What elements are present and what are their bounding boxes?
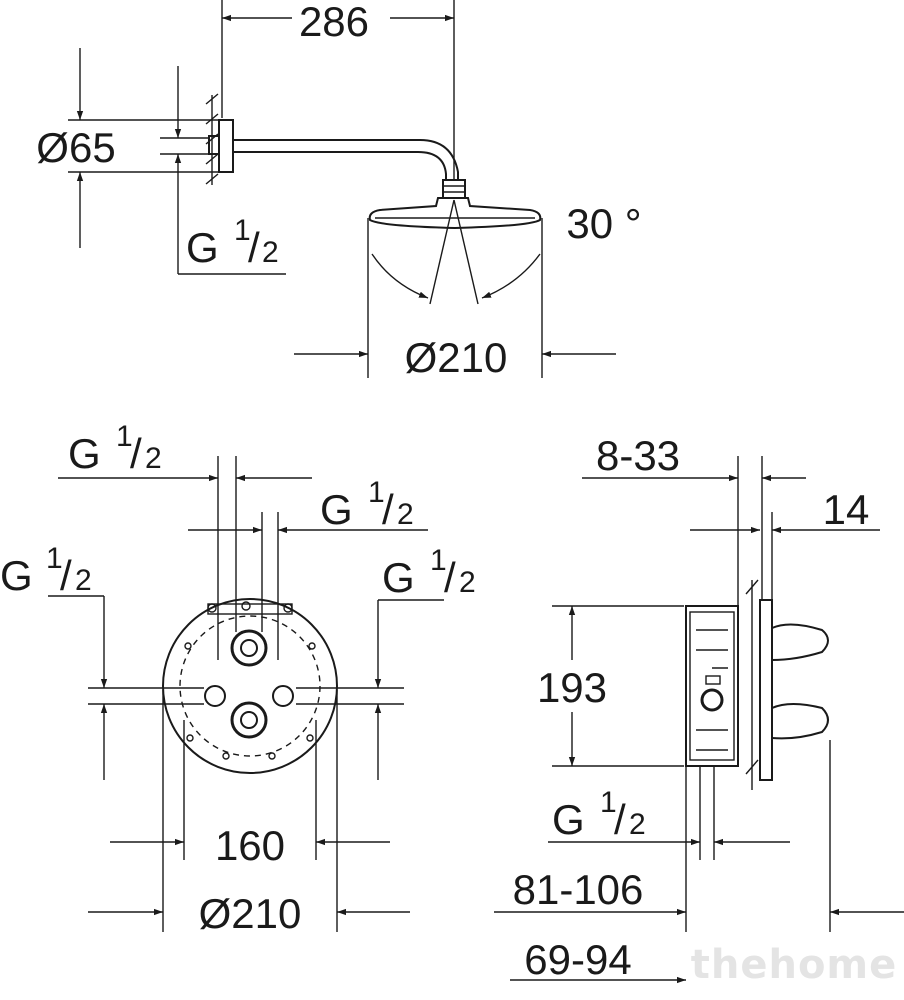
- front-thread-den-2: 2: [397, 498, 414, 531]
- handle-upper: [771, 623, 829, 661]
- cover-plate: [759, 599, 773, 781]
- fraction-slash: /: [130, 430, 142, 477]
- plate-depth-label: 14: [823, 486, 870, 533]
- fraction-slash: /: [248, 224, 260, 271]
- front-thread-den-1: 2: [145, 442, 162, 475]
- front-thread-g-4: G: [382, 554, 415, 601]
- body-height-label: 193: [537, 664, 607, 711]
- front-thread-den-4: 2: [459, 566, 476, 599]
- swivel-joint: [442, 179, 466, 199]
- adjust-range-label: 8-33: [596, 432, 680, 479]
- side-view: 8-33 14 193 G 1 / 2 81-106 69-94: [494, 432, 904, 984]
- front-view: G 1 / 2 G 1 / 2 G 1 / 2 G 1 / 2: [0, 420, 476, 937]
- front-thread-num-4: 1: [430, 544, 447, 577]
- wall-connector: [208, 135, 220, 155]
- side-thread-g: G: [552, 796, 585, 843]
- side-wall-hatch: [745, 579, 759, 790]
- front-thread-g-3: G: [0, 552, 33, 599]
- front-thread-g-1: G: [68, 430, 101, 477]
- depth-range-1-label: 81-106: [513, 866, 644, 913]
- wall-flange: [218, 119, 234, 173]
- fraction-slash: /: [60, 552, 72, 599]
- outlet-port: [230, 629, 268, 667]
- shower-arm: [233, 139, 459, 180]
- shower-head: [368, 197, 542, 230]
- flange-diameter-label: Ø65: [36, 124, 115, 171]
- arm-thread-num: 1: [234, 214, 251, 247]
- depth-range-2-label: 69-94: [524, 936, 631, 983]
- front-thread-num-3: 1: [46, 542, 63, 575]
- top-view: 286 Ø65 G 1 / 2 30 ° Ø210: [36, 0, 642, 381]
- plate-diameter-label: Ø210: [199, 890, 302, 937]
- mixer-body: [685, 605, 739, 767]
- front-thread-num-2: 1: [368, 476, 385, 509]
- side-thread-den: 2: [629, 808, 646, 841]
- hole-spacing-label: 160: [215, 822, 285, 869]
- fraction-slash: /: [382, 486, 394, 533]
- fraction-slash: /: [614, 796, 626, 843]
- arm-thread-den: 2: [262, 236, 279, 269]
- side-thread-num: 1: [600, 786, 617, 819]
- watermark: thehome: [691, 942, 898, 988]
- mounting-plate: [162, 598, 338, 774]
- front-thread-den-3: 2: [75, 564, 92, 597]
- inlet-port: [230, 701, 268, 739]
- fraction-slash: /: [444, 554, 456, 601]
- tilt-angle-label: 30 °: [566, 200, 641, 247]
- arm-length-label: 286: [299, 0, 369, 45]
- handle-lower: [771, 703, 829, 740]
- head-diameter-label: Ø210: [405, 334, 508, 381]
- front-thread-num-1: 1: [116, 420, 133, 453]
- front-thread-g-2: G: [320, 486, 353, 533]
- arm-thread-g: G: [186, 224, 219, 271]
